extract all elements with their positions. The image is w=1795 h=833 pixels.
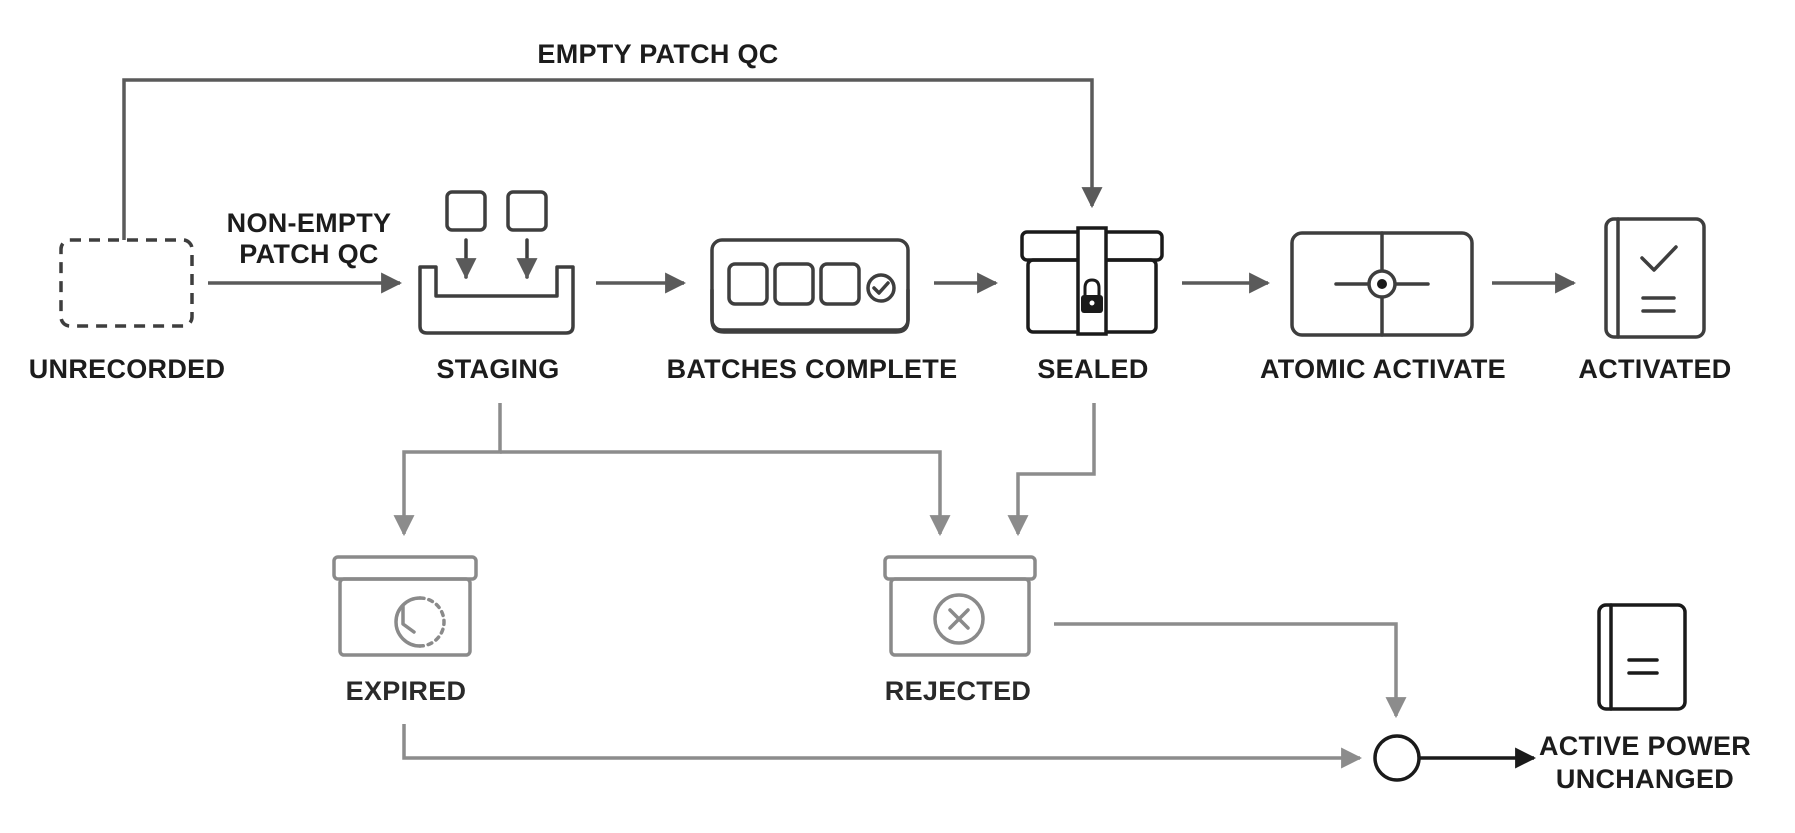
node-active-power-unchanged: ACTIVE POWER UNCHANGED bbox=[1539, 603, 1751, 794]
tray-icon bbox=[418, 190, 575, 335]
crosshair-box-icon bbox=[1290, 231, 1474, 337]
edge-label-non-empty-line1: NON-EMPTY bbox=[227, 208, 392, 238]
node-staging: STAGING bbox=[418, 190, 575, 384]
edge-rejected-to-merge bbox=[1054, 622, 1407, 719]
node-sealed: SEALED bbox=[1020, 226, 1164, 384]
clock-box-icon bbox=[332, 555, 478, 657]
node-label-active-power-line2: UNCHANGED bbox=[1556, 764, 1734, 794]
batches-check-icon bbox=[710, 238, 910, 334]
node-label-atomic-activate: ATOMIC ACTIVATE bbox=[1260, 354, 1506, 384]
merge-node bbox=[1373, 734, 1421, 782]
node-rejected: REJECTED bbox=[883, 555, 1037, 706]
node-label-batches-complete: BATCHES COMPLETE bbox=[667, 354, 958, 384]
node-label-expired: EXPIRED bbox=[346, 676, 467, 706]
locked-chest-icon bbox=[1020, 226, 1164, 336]
node-label-rejected: REJECTED bbox=[885, 676, 1031, 706]
node-label-staging: STAGING bbox=[436, 354, 559, 384]
edge-sealed-to-rejected bbox=[1007, 403, 1096, 537]
node-unrecorded: UNRECORDED bbox=[29, 238, 226, 384]
edge-label-non-empty-line2: PATCH QC bbox=[239, 239, 378, 269]
edge-non-empty-patch-qc: NON-EMPTY PATCH QC bbox=[208, 208, 403, 294]
edge-expired-to-merge bbox=[402, 724, 1363, 769]
checklist-book-icon bbox=[1604, 217, 1706, 339]
node-label-unrecorded: UNRECORDED bbox=[29, 354, 226, 384]
node-label-activated: ACTIVATED bbox=[1578, 354, 1731, 384]
node-label-sealed: SEALED bbox=[1037, 354, 1148, 384]
node-label-active-power-line1: ACTIVE POWER bbox=[1539, 731, 1751, 761]
node-atomic-activate: ATOMIC ACTIVATE bbox=[1260, 231, 1506, 384]
x-box-icon bbox=[883, 555, 1037, 657]
edge-staging-branches bbox=[393, 403, 951, 537]
dashed-box-icon bbox=[59, 238, 194, 328]
edge-label-empty-patch-qc: EMPTY PATCH QC bbox=[537, 39, 778, 69]
node-expired: EXPIRED bbox=[332, 555, 478, 706]
node-activated: ACTIVATED bbox=[1578, 217, 1731, 384]
edge-empty-patch-qc: EMPTY PATCH QC bbox=[122, 39, 1103, 240]
node-batches-complete: BATCHES COMPLETE bbox=[667, 238, 958, 384]
equals-book-icon bbox=[1597, 603, 1687, 711]
